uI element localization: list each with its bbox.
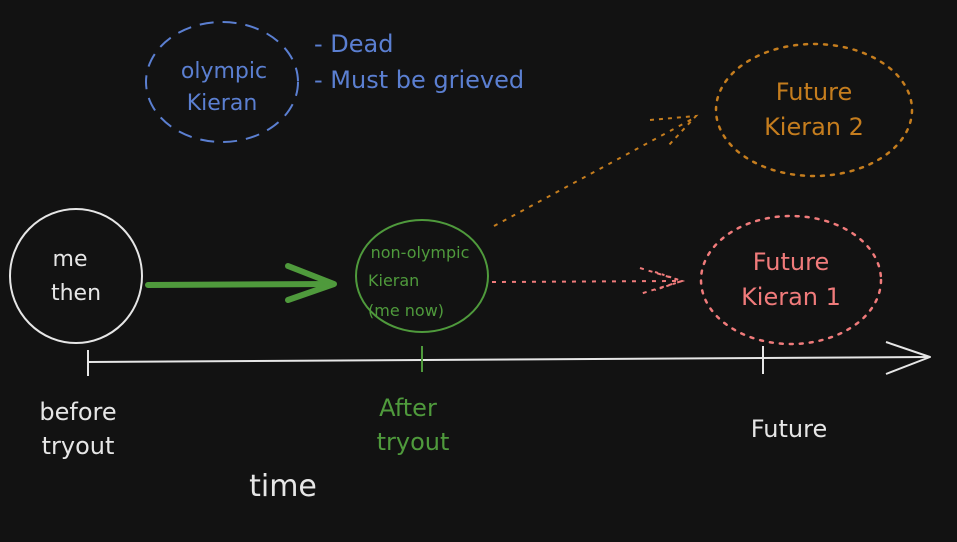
future-kieran-2-line1: Future bbox=[776, 78, 852, 106]
label-time: time bbox=[249, 469, 317, 504]
timeline-axis bbox=[87, 341, 931, 376]
label-after-line1: After bbox=[379, 394, 437, 422]
non-olympic-line2: Kieran bbox=[368, 271, 419, 290]
olympic-kieran-line2: Kieran bbox=[187, 91, 258, 116]
label-before-line1: before bbox=[39, 398, 116, 426]
note-dead: - Dead bbox=[314, 30, 393, 58]
me-then-line1: me bbox=[53, 247, 88, 272]
non-olympic-kieran-node: non-olympic Kieran (me now) bbox=[355, 219, 489, 333]
label-future: Future bbox=[751, 415, 827, 443]
arrow-to-future-1 bbox=[491, 267, 686, 295]
future-kieran-1-line2: Kieran 1 bbox=[741, 283, 841, 311]
note-must-be-grieved: - Must be grieved bbox=[314, 66, 524, 94]
me-then-line2: then bbox=[51, 281, 101, 306]
future-kieran-1-line1: Future bbox=[753, 248, 829, 276]
arrow-to-future-2 bbox=[493, 114, 699, 227]
progress-arrow bbox=[145, 263, 337, 303]
label-after-line2: tryout bbox=[377, 428, 450, 456]
future-kieran-2-line2: Kieran 2 bbox=[764, 113, 864, 141]
me-then-node: me then bbox=[9, 208, 143, 344]
future-kieran-2-node: Future Kieran 2 bbox=[714, 42, 914, 178]
olympic-kieran-line1: olympic bbox=[181, 59, 267, 84]
non-olympic-line1: non-olympic bbox=[371, 243, 470, 262]
label-before-line2: tryout bbox=[42, 432, 115, 460]
non-olympic-line3: (me now) bbox=[368, 301, 444, 320]
future-kieran-1-node: Future Kieran 1 bbox=[699, 214, 883, 346]
olympic-kieran-node: olympic Kieran bbox=[145, 21, 299, 143]
